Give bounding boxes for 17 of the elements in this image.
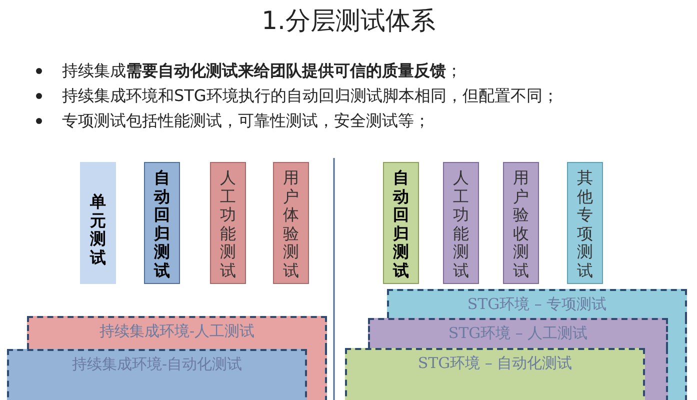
bullet-text: 持续集成环境和STG环境执行的自动回归测试脚本相同，但配置不同； [62, 85, 558, 107]
test-type-box: 单元测试 [80, 162, 116, 284]
environment-band: 持续集成环境-自动化测试 [7, 349, 307, 400]
test-type-box: 其他专项测试 [567, 162, 603, 284]
bullet-text: 专项测试包括性能测试，可靠性测试，安全测试等； [62, 110, 430, 132]
test-type-box: 自动回归测试 [383, 162, 419, 284]
title: 1.分层测试体系 [260, 5, 436, 37]
test-type-box: 自动回归测试 [144, 162, 180, 284]
test-type-box: 用户验收测试 [503, 162, 539, 284]
test-type-box: 人工功能测试 [443, 162, 479, 284]
test-type-box: 人工功能测试 [210, 162, 246, 284]
environment-band: STG环境 – 自动化测试 [345, 348, 645, 400]
environment-band: STG环境 – 专项测试 [387, 289, 687, 318]
bullet-text: 持续集成需要自动化测试来给团队提供可信的质量反馈； [62, 60, 462, 82]
test-type-box: 用户体验测试 [273, 162, 309, 284]
environment-band: 持续集成环境-人工测试 [27, 316, 327, 349]
environment-band: STG环境 – 人工测试 [368, 318, 668, 348]
